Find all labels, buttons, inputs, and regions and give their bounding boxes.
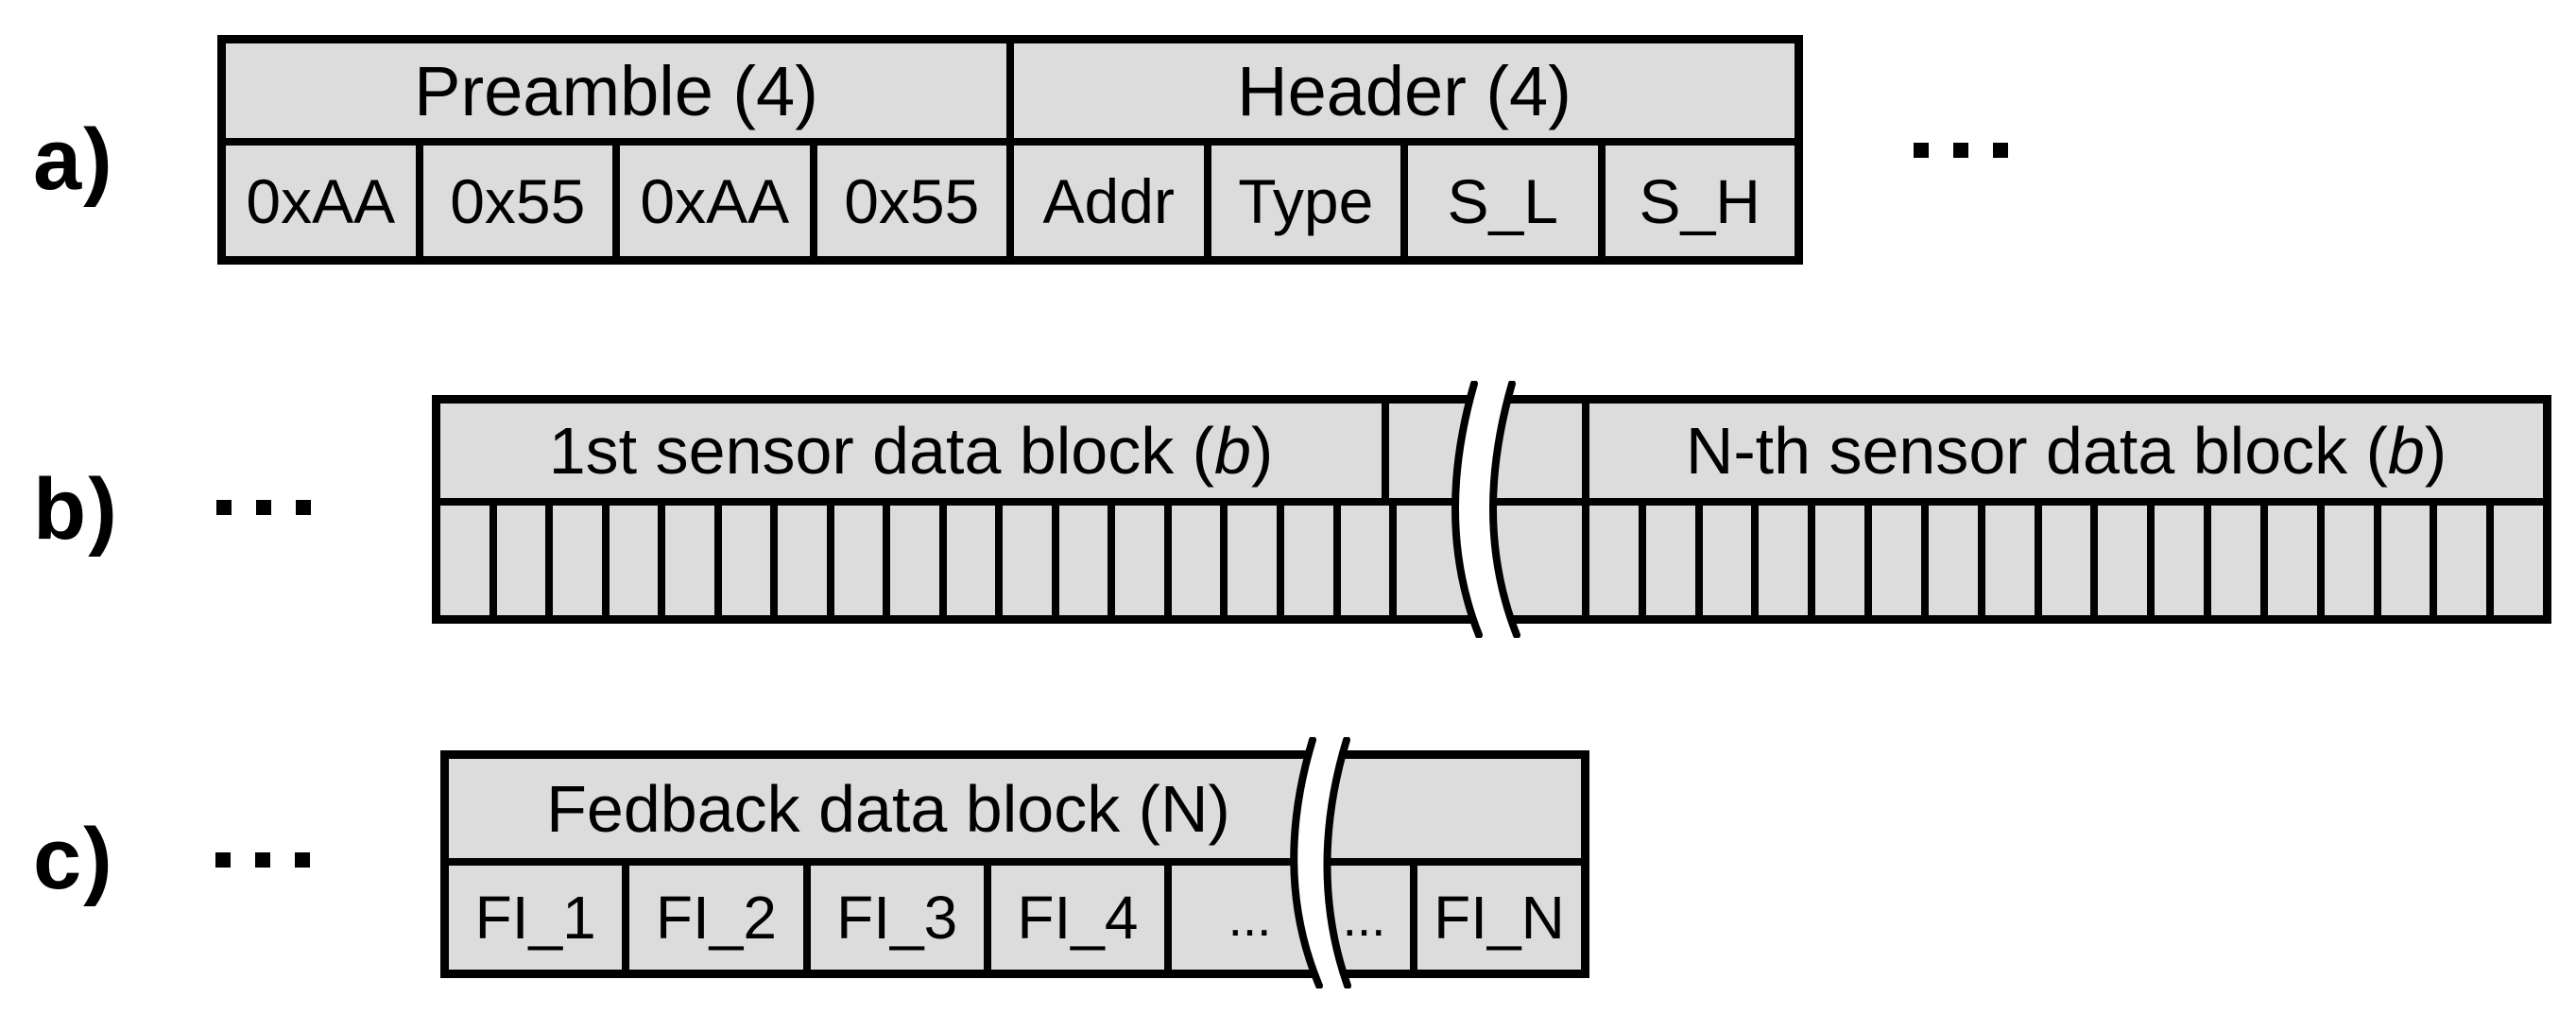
nth-sensor-block-header-row: N-th sensor data block (b)	[1474, 404, 2543, 506]
row-b-continuation-ellipsis	[216, 500, 311, 515]
feedback-field-cell: FI_N	[1434, 884, 1565, 952]
byte-cell	[440, 506, 497, 615]
byte-cell-strip	[1589, 506, 2543, 615]
preamble-byte-cell: 0x55	[817, 146, 1014, 256]
preamble-byte-cell: 0x55	[423, 146, 620, 256]
block-size-variable: b	[1214, 414, 1251, 488]
byte-cell	[1929, 506, 1985, 615]
byte-cell	[2325, 506, 2381, 615]
byte-cell	[778, 506, 834, 615]
feedback-field-cell: FI_2	[629, 866, 811, 970]
byte-cell	[1341, 506, 1390, 615]
first-sensor-block-byte-row	[440, 506, 1521, 615]
first-sensor-block-title-prefix: 1st sensor data block (	[548, 414, 1214, 488]
feedback-field-cell: FI_3	[811, 866, 991, 970]
feedback-block-table: Fedback data block (N) FI_1 FI_2 FI_3 FI…	[440, 750, 1328, 978]
nth-sensor-block-byte-row	[1474, 506, 2543, 615]
feedback-block-tail-table: ... FI_N	[1318, 750, 1589, 978]
previous-block-header-stub	[1474, 404, 1589, 498]
byte-cell	[2155, 506, 2212, 615]
ellipsis-dot	[256, 500, 271, 515]
byte-cell	[722, 506, 779, 615]
ellipsis-dot	[216, 500, 232, 515]
byte-cell	[1815, 506, 1873, 615]
byte-cell	[610, 506, 666, 615]
byte-cell	[497, 506, 554, 615]
preamble-byte-cell: 0xAA	[226, 146, 423, 256]
first-sensor-block-title-suffix: )	[1250, 414, 1274, 488]
ellipsis-dot	[295, 852, 310, 868]
row-c-continuation-ellipsis	[215, 852, 310, 868]
byte-cell	[1059, 506, 1116, 615]
byte-cell	[834, 506, 891, 615]
byte-cell	[1759, 506, 1816, 615]
preamble-byte-cell: 0xAA	[620, 146, 817, 256]
nth-sensor-block-title-prefix: N-th sensor data block (	[1685, 414, 2388, 488]
byte-cell	[1872, 506, 1929, 615]
previous-block-byte-stub	[1474, 506, 1589, 615]
row-a-label: a)	[33, 111, 114, 208]
byte-cell	[890, 506, 947, 615]
first-sensor-block-title: 1st sensor data block (b)	[440, 404, 1389, 498]
torn-break-icon	[1451, 381, 1520, 638]
byte-cell	[1003, 506, 1059, 615]
feedback-tail-header-stub	[1318, 759, 1581, 866]
ellipsis-dot	[215, 852, 231, 868]
row-a-continuation-ellipsis	[1914, 143, 2008, 158]
feedback-ellipsis-cell: ...	[1228, 888, 1272, 947]
nth-sensor-block-title-suffix: )	[2424, 414, 2447, 488]
header-field-cell: Addr	[1014, 146, 1211, 256]
byte-cell	[1172, 506, 1228, 615]
feedback-field-cell: FI_1	[449, 866, 630, 970]
feedback-block-title: Fedback data block (N)	[546, 771, 1230, 846]
header-group-title: Header (4)	[1237, 51, 1571, 130]
ellipsis-dot	[296, 500, 311, 515]
feedback-block-header-row: Fedback data block (N)	[449, 759, 1328, 866]
byte-cell	[665, 506, 722, 615]
table-a-byte-row: 0xAA 0x55 0xAA 0x55 Addr Type S_L S_H	[226, 146, 1795, 256]
table-a-header-row: Preamble (4) Header (4)	[226, 43, 1795, 146]
ellipsis-dot	[1914, 143, 1929, 158]
block-size-variable: b	[2387, 414, 2425, 488]
byte-cell	[1985, 506, 2042, 615]
feedback-field-cell: FI_4	[991, 866, 1172, 970]
ellipsis-dot	[255, 852, 270, 868]
byte-cell	[1115, 506, 1172, 615]
row-c-label: c)	[33, 810, 114, 907]
byte-cell	[1284, 506, 1341, 615]
byte-cell	[1228, 506, 1284, 615]
byte-cell	[2211, 506, 2268, 615]
feedback-tail-field-row: ... FI_N	[1318, 866, 1581, 970]
byte-cell	[2437, 506, 2495, 615]
byte-cell	[2098, 506, 2155, 615]
byte-cell	[947, 506, 1004, 615]
first-sensor-block-header-row: 1st sensor data block (b)	[440, 404, 1521, 506]
byte-cell	[1589, 506, 1646, 615]
feedback-block-field-row: FI_1 FI_2 FI_3 FI_4 ...	[449, 866, 1328, 970]
row-b-label: b)	[33, 460, 119, 558]
byte-cell	[2268, 506, 2325, 615]
byte-cell	[553, 506, 610, 615]
ellipsis-dot	[1993, 143, 2008, 158]
header-field-cell: S_H	[1639, 165, 1760, 236]
byte-cell	[2381, 506, 2438, 615]
byte-cell	[2494, 506, 2543, 615]
header-field-cell: S_L	[1408, 146, 1606, 256]
preamble-group-title: Preamble (4)	[226, 43, 1014, 138]
preamble-header-table: Preamble (4) Header (4) 0xAA 0x55 0xAA 0…	[217, 35, 1803, 265]
header-field-cell: Type	[1211, 146, 1408, 256]
nth-sensor-block-title: N-th sensor data block (b)	[1589, 404, 2543, 498]
byte-cell	[2042, 506, 2099, 615]
nth-sensor-block-table: N-th sensor data block (b)	[1474, 395, 2551, 624]
first-sensor-block-table: 1st sensor data block (b)	[432, 395, 1521, 624]
byte-cell	[1703, 506, 1760, 615]
feedback-tail-ellipsis-cell: ...	[1318, 866, 1417, 970]
byte-cell	[1646, 506, 1703, 615]
byte-cell-strip	[440, 506, 1389, 615]
torn-break-icon	[1290, 737, 1351, 988]
ellipsis-dot	[1953, 143, 1968, 158]
next-block-byte-stub	[1389, 506, 1521, 615]
